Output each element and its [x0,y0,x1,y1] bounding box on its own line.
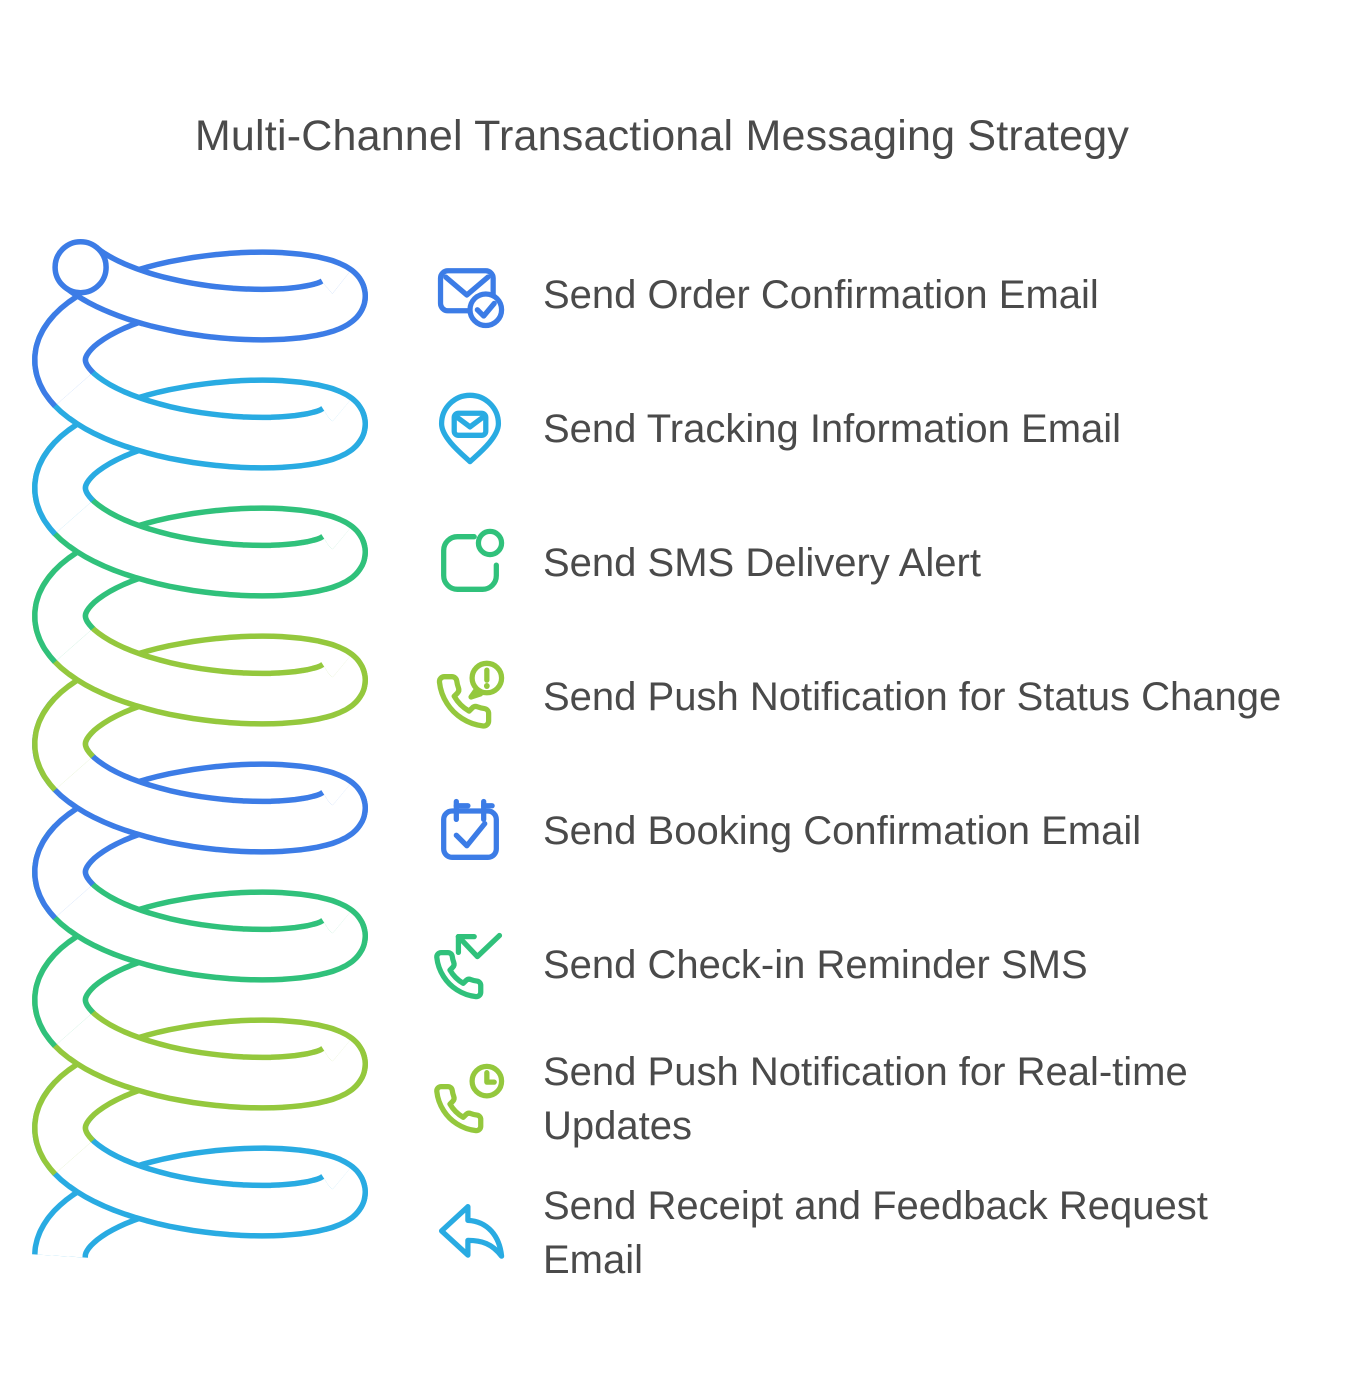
sms-notification-icon [430,523,510,603]
list-item: Send Booking Confirmation Email [430,791,1141,871]
list-item-label: Send Check-in Reminder SMS [543,943,1088,987]
list-item: Send Push Notification for Real-time Upd… [430,1045,1298,1153]
list-item-label: Send Push Notification for Real-time Upd… [543,1050,1188,1148]
calendar-check-icon [430,791,510,871]
page-title: Multi-Channel Transactional Messaging St… [112,112,1346,161]
list-item: Send SMS Delivery Alert [430,523,981,603]
list-item-label: Send Push Notification for Status Change [543,675,1282,719]
list-item-label: Send Order Confirmation Email [543,273,1099,317]
list-item-label: Send Booking Confirmation Email [543,809,1142,853]
spiral-coil [32,238,368,1280]
list-item: Send Push Notification for Status Change [430,657,1281,737]
list-item-label: Send Tracking Information Email [543,407,1122,451]
pin-email-icon [430,389,510,469]
list-item: Send Tracking Information Email [430,389,1121,469]
list-item-label: Send Receipt and Feedback Request Email [543,1184,1208,1282]
page-title-text: Multi-Channel Transactional Messaging St… [194,112,1130,160]
reply-arrow-icon [430,1193,510,1273]
phone-alert-icon [430,657,510,737]
phone-check-arrow-icon [430,925,510,1005]
phone-clock-icon [430,1059,510,1139]
list-item-label: Send SMS Delivery Alert [543,541,981,585]
list-item: Send Order Confirmation Email [430,255,1099,335]
list-item: Send Receipt and Feedback Request Email [430,1179,1298,1287]
list-item: Send Check-in Reminder SMS [430,925,1088,1005]
email-check-icon [430,255,510,335]
spiral-graphic [0,0,400,1346]
